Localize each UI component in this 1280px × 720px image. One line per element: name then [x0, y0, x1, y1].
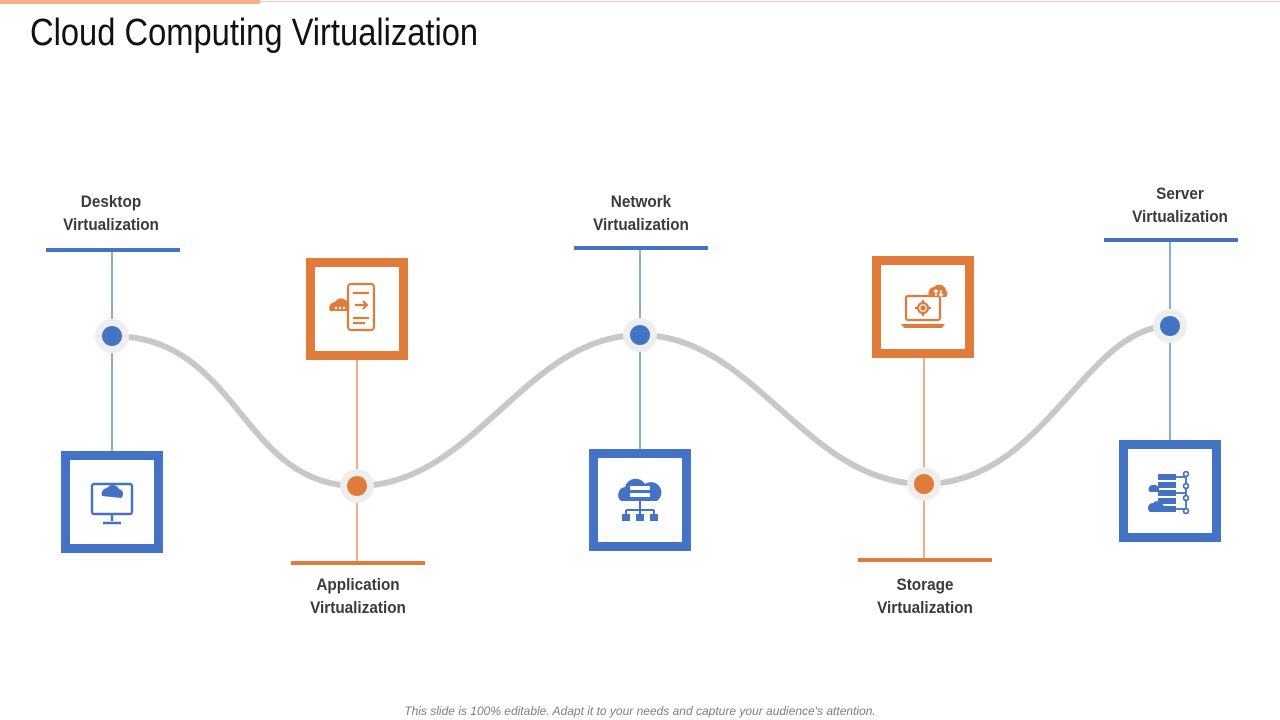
laptop-cloud-gear-icon: [901, 284, 948, 328]
label-storage-line2: Virtualization: [877, 598, 973, 617]
label-server-line2: Virtualization: [1132, 207, 1228, 226]
cloud-network-hierarchy-icon: [618, 478, 662, 521]
label-application: Application Virtualization: [277, 573, 439, 619]
server-rack-cloud-icon: [1148, 470, 1190, 515]
label-application-line1: Application: [316, 575, 400, 594]
label-network-line2: Virtualization: [593, 215, 689, 234]
step-desktop: [46, 248, 180, 553]
slide-footer-note: This slide is 100% editable. Adapt it to…: [404, 704, 876, 718]
label-desktop: Desktop Virtualization: [30, 190, 192, 236]
slide-title: Cloud Computing Virtualization: [30, 12, 479, 54]
label-desktop-line1: Desktop: [80, 192, 142, 211]
cloud-monitor-download-icon: [90, 482, 134, 525]
label-storage-line1: Storage: [896, 575, 954, 594]
step-server: [1104, 238, 1238, 542]
label-network: Network Virtualization: [560, 190, 722, 236]
top-divider-line: [260, 1, 1280, 2]
cloud-mobile-transfer-icon: [329, 282, 376, 332]
label-network-line1: Network: [610, 192, 672, 211]
label-desktop-line2: Virtualization: [63, 215, 159, 234]
label-server-line1: Server: [1156, 184, 1204, 203]
step-application: [291, 258, 425, 565]
step-network: [574, 246, 708, 551]
top-accent-bar: [0, 0, 260, 4]
label-application-line2: Virtualization: [310, 598, 406, 617]
step-storage: [858, 256, 992, 562]
label-server: Server Virtualization: [1099, 182, 1261, 228]
label-storage: Storage Virtualization: [844, 573, 1006, 619]
